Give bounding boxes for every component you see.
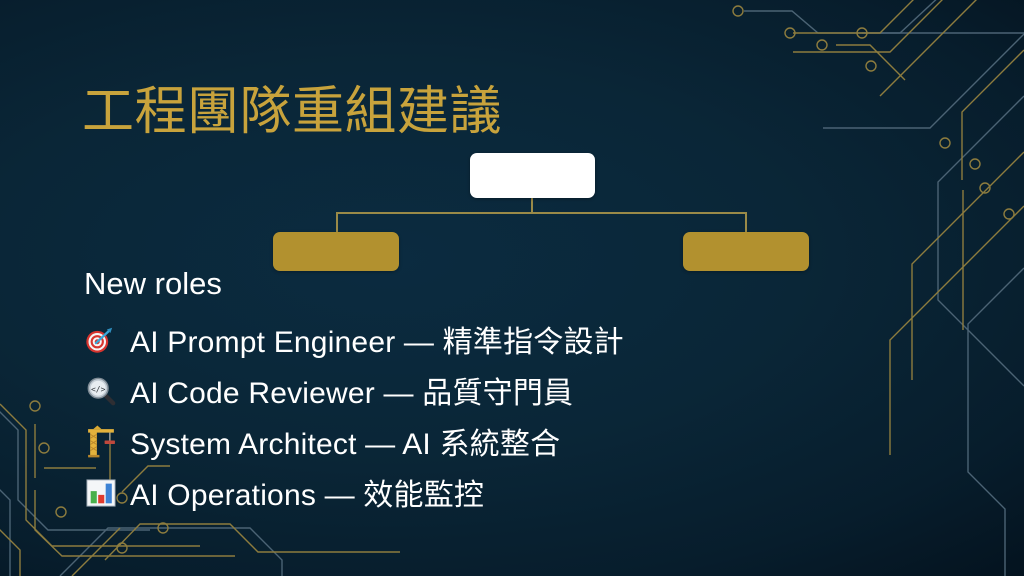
- org-node-root-label: [470, 153, 595, 198]
- list-item: </> AI Code Reviewer — 品質守門員: [84, 364, 624, 415]
- connector-drop-right: [745, 212, 747, 233]
- bar-chart-icon: [84, 475, 124, 509]
- connector-bus: [336, 212, 747, 214]
- org-node-child-left-label: [273, 232, 399, 271]
- list-item: System Architect — AI 系統整合: [84, 415, 624, 466]
- org-node-root[interactable]: [470, 153, 595, 198]
- svg-text:</>: </>: [91, 384, 106, 393]
- role-label: AI Operations — 效能監控: [130, 478, 485, 512]
- connector-drop-left: [336, 212, 338, 233]
- role-label: AI Code Reviewer — 品質守門員: [130, 376, 574, 410]
- org-node-child-right[interactable]: [683, 232, 809, 271]
- target-dart-icon: [84, 322, 124, 356]
- magnifier-code-icon: </>: [84, 373, 124, 407]
- role-label: System Architect — AI 系統整合: [130, 427, 561, 461]
- new-roles-heading: New roles: [84, 266, 222, 301]
- list-item: AI Operations — 效能監控: [84, 466, 624, 517]
- org-node-child-right-label: [683, 232, 809, 271]
- connector-root-stem: [531, 198, 533, 213]
- construction-crane-icon: [84, 424, 124, 458]
- list-item: AI Prompt Engineer — 精準指令設計: [84, 313, 624, 364]
- new-roles-list: AI Prompt Engineer — 精準指令設計 </> AI Code …: [84, 313, 624, 517]
- page-title: 工程團隊重組建議: [82, 82, 503, 141]
- role-label: AI Prompt Engineer — 精準指令設計: [130, 325, 624, 359]
- org-node-child-left[interactable]: [273, 232, 399, 271]
